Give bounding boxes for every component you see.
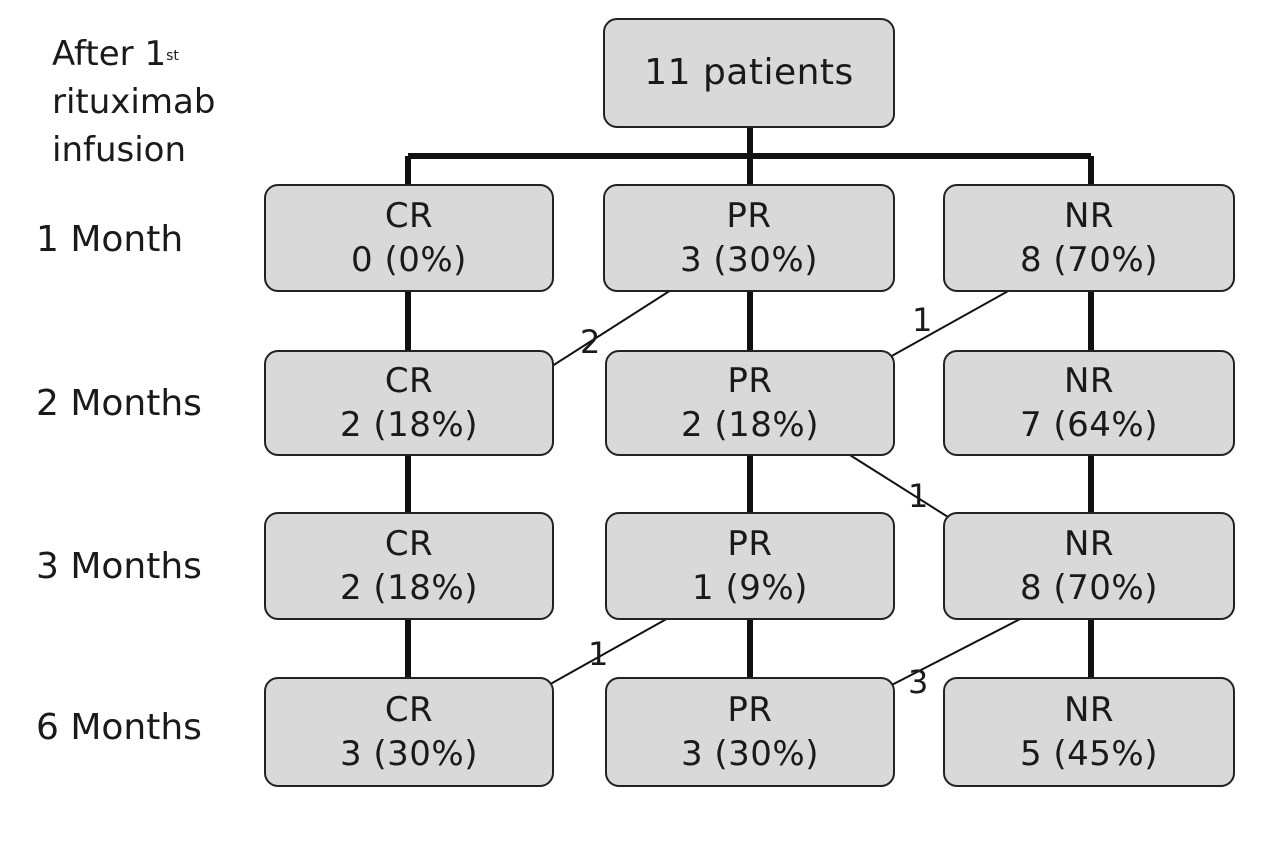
- count-label: 1 (9%): [692, 568, 808, 608]
- count-label: 3 (30%): [339, 734, 479, 774]
- status-label: CR: [384, 196, 434, 236]
- header-superscript: st: [166, 48, 179, 64]
- status-label: PR: [727, 361, 773, 401]
- status-label: CR: [384, 690, 434, 730]
- box-6m-nr: NR 5 (45%): [943, 677, 1235, 787]
- status-label: NR: [1063, 196, 1115, 236]
- count-label: 5 (45%): [1019, 734, 1159, 774]
- row-label-6-months: 6 Months: [36, 707, 202, 748]
- status-label: CR: [384, 361, 434, 401]
- row-label-3-months: 3 Months: [36, 546, 202, 587]
- count-label: 3 (30%): [679, 240, 819, 280]
- box-3m-nr: NR 8 (70%): [943, 512, 1235, 620]
- header-line2: rituximab: [52, 82, 216, 122]
- box-2m-pr: PR 2 (18%): [605, 350, 895, 456]
- box-3m-cr: CR 2 (18%): [264, 512, 554, 620]
- root-label: 11 patients: [644, 52, 854, 93]
- status-label: NR: [1063, 524, 1115, 564]
- status-label: NR: [1063, 690, 1115, 730]
- count-label: 2 (18%): [339, 405, 479, 445]
- box-6m-pr: PR 3 (30%): [605, 677, 895, 787]
- status-label: NR: [1063, 361, 1115, 401]
- box-2m-nr: NR 7 (64%): [943, 350, 1235, 456]
- box-6m-cr: CR 3 (30%): [264, 677, 554, 787]
- transition-count: 1: [908, 477, 929, 515]
- count-label: 2 (18%): [339, 568, 479, 608]
- transition-count: 1: [588, 635, 609, 673]
- count-label: 8 (70%): [1019, 568, 1159, 608]
- tree-connectors: [405, 128, 1094, 677]
- header-line3: infusion: [52, 130, 187, 170]
- count-label: 2 (18%): [680, 405, 820, 445]
- status-label: CR: [384, 524, 434, 564]
- root-box: 11 patients: [603, 18, 895, 128]
- header-line1: After 1: [52, 34, 167, 74]
- count-label: 8 (70%): [1019, 240, 1159, 280]
- count-label: 3 (30%): [680, 734, 820, 774]
- count-label: 0 (0%): [351, 240, 467, 280]
- box-1m-nr: NR 8 (70%): [943, 184, 1235, 292]
- transition-count: 2: [580, 323, 601, 361]
- transition-count: 1: [912, 301, 933, 339]
- row-label-1-month: 1 Month: [36, 219, 184, 260]
- box-3m-pr: PR 1 (9%): [605, 512, 895, 620]
- row-label-2-months: 2 Months: [36, 383, 202, 424]
- status-label: PR: [727, 524, 773, 564]
- status-label: PR: [727, 690, 773, 730]
- box-1m-cr: CR 0 (0%): [264, 184, 554, 292]
- transition-count: 3: [908, 663, 929, 701]
- timepoint-header: After 1st rituximab infusion: [52, 30, 215, 174]
- box-1m-pr: PR 3 (30%): [603, 184, 895, 292]
- count-label: 7 (64%): [1019, 405, 1159, 445]
- status-label: PR: [726, 196, 772, 236]
- box-2m-cr: CR 2 (18%): [264, 350, 554, 456]
